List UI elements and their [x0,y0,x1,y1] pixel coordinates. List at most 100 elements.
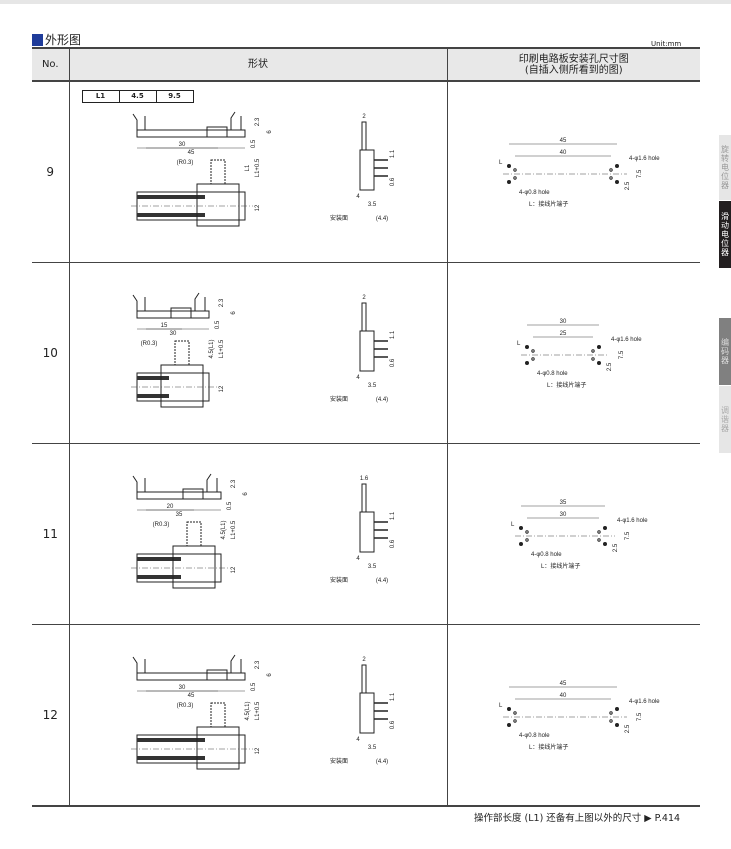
drawing-line [132,111,241,130]
dimension-label: 0.5 [251,139,257,148]
dimension-label: 4 [356,375,360,381]
terminals [373,159,388,177]
dimension-label: 6 [267,673,273,677]
mount-surface-label: 安装面 [330,395,348,403]
mount-surface-label: 安装面 [330,214,348,222]
small-hole-label: 4-φ0.8 hole [519,733,550,739]
dimension-label: 1.1 [390,511,396,520]
dimension-label: 1.1 [390,330,396,339]
dimension-label: 2.5 [613,543,619,552]
dimension-label: 45 [559,138,566,144]
side-knob [361,121,366,151]
shape-drawing: 302.30.5615(R0.3)4.5(L1)L1+0.51221.10.64… [130,292,396,408]
side-tab-tuner[interactable]: 调谐器 [719,386,731,453]
dimension-label: 4 [356,194,360,200]
dimension-label: 2.3 [231,479,237,488]
terminal-hole [530,349,535,353]
dimension-label: 4.5(L1) [221,520,227,539]
header-pcb-line2: (自插入侧所看到的图) [524,64,623,76]
mount-hole [614,180,619,184]
knob-outline [206,669,227,681]
dimension-label: 7.5 [637,169,643,178]
slider-top-body [136,672,245,681]
dimension-label: 1.1 [390,149,396,158]
terminal-marker: L [499,160,503,166]
side-body [359,511,374,553]
dimension-label: 0.6 [390,177,396,186]
mount-hole [506,707,511,711]
mount-hole [524,361,529,365]
dimension-label: 4.5(L1) [245,701,251,720]
drawing-line [132,654,241,673]
dimension-label: 2.5 [607,362,613,371]
knob-outline [210,159,225,185]
dimension-label: 3.5 [367,564,376,570]
big-hole-label: 4-φ1.6 hole [617,518,648,524]
rail [136,213,205,217]
slider-top-body [136,129,245,138]
dimension-label: 0.6 [390,720,396,729]
side-knob [361,664,366,694]
rail [136,376,169,380]
row-number: 12 [32,624,69,807]
knob-outline [186,521,201,547]
terminal-marker: L [517,341,521,347]
terminals [373,521,388,539]
side-tab-rotary[interactable]: 旋转电位器 [719,135,731,200]
row-number: 10 [32,262,69,444]
terminal-legend: L：接线片端子 [541,562,580,570]
dimension-label: 2.3 [255,660,261,669]
dimension-label: 12 [219,385,225,392]
terminal-legend: L：接线片端子 [529,743,568,751]
dimension-label: 6 [267,130,273,134]
mount-hole [506,180,511,184]
dimension-label: 2 [362,114,366,120]
dimension-label: 0.5 [227,501,233,510]
dimension-label: 6 [243,492,249,496]
terminals [373,340,388,358]
side-tab-slide[interactable]: 滑动电位器 [719,201,731,268]
knob-outline [174,340,189,366]
dimension-label: 45 [187,150,194,156]
terminal-hole [512,711,517,715]
terminal-hole [512,168,517,172]
dimension-label: 45 [187,693,194,699]
dimension-label: 35 [559,500,566,506]
rail [136,575,181,579]
knob-outline [206,126,227,138]
top-bar [0,0,731,4]
mount-hole [602,526,607,530]
slider-top-body [136,491,221,500]
terminal-hole [608,168,613,172]
mount-hole [518,542,523,546]
side-tab-encoder[interactable]: 编码器 [719,318,731,385]
dimension-label: 30 [169,331,176,337]
footer-note[interactable]: 操作部长度 (L1) 还备有上图以外的尺寸 ▶ P.414 [474,813,681,824]
small-hole-label: 4-φ0.8 hole [519,190,550,196]
mount-hole [596,361,601,365]
row-number: 9 [32,81,69,263]
mount-hole [614,707,619,711]
dimension-label: 1.1 [390,692,396,701]
dimension-label: L1+0.5 [231,520,237,539]
terminal-legend: L：接线片端子 [547,381,586,389]
dimension-label: 0.6 [390,358,396,367]
small-hole-label: 4-φ0.8 hole [537,371,568,377]
mount-hole [506,164,511,168]
l1-table-cell: 9.5 [155,90,194,103]
drawing-line [132,292,205,311]
big-hole-label: 4-φ1.6 hole [611,337,642,343]
dimension-label: 30 [178,685,185,691]
dimension-label: 40 [559,693,566,699]
